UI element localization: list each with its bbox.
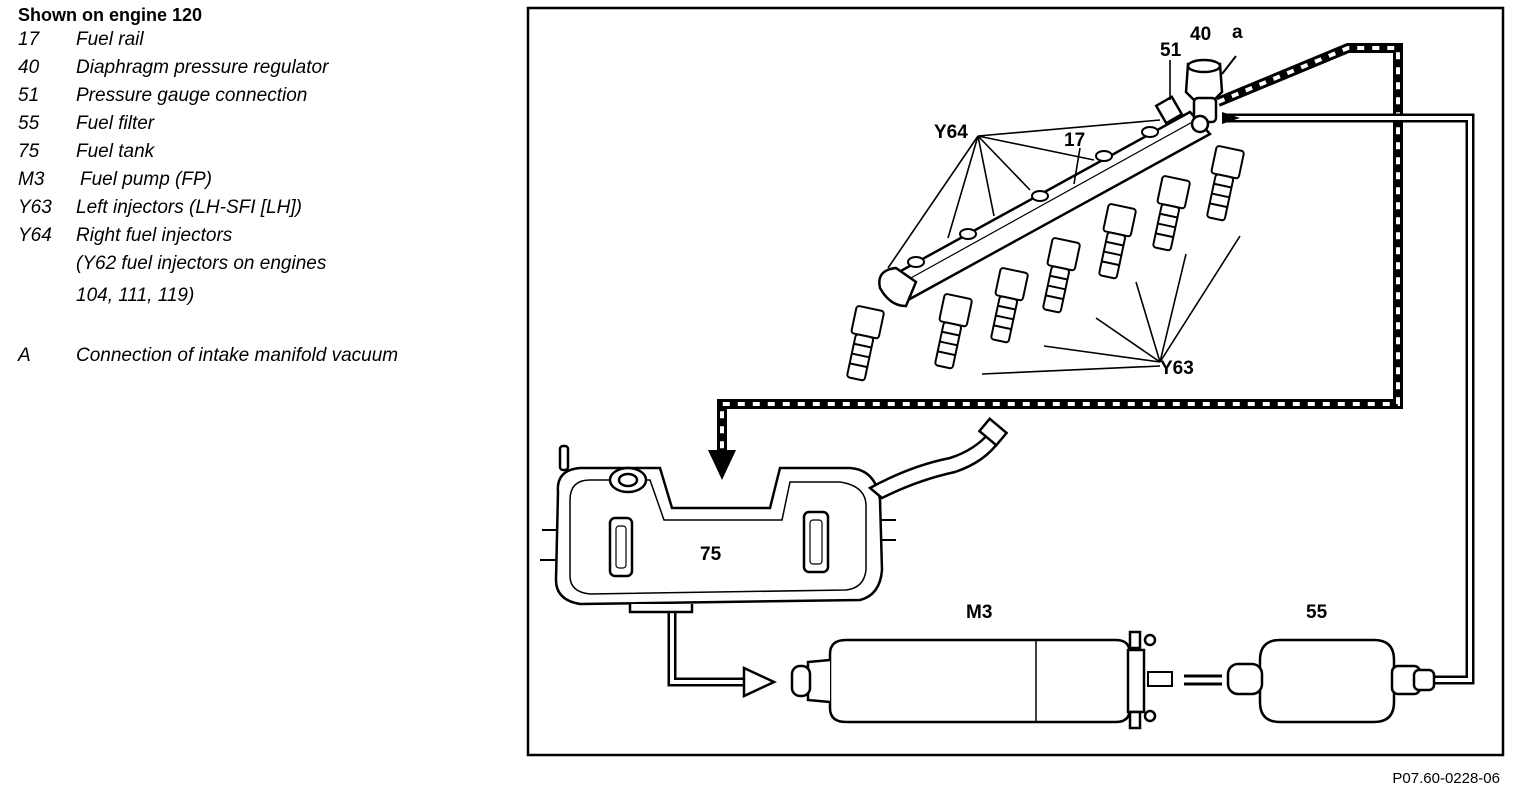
legend-desc: Diaphragm pressure regulator	[76, 57, 329, 78]
legend-note: A Connection of intake manifold vacuum	[18, 342, 498, 370]
leader-lines	[887, 60, 1241, 375]
legend-code: Y64	[18, 225, 52, 246]
injector	[1098, 203, 1137, 280]
gauge-connection	[1154, 95, 1184, 125]
legend-desc: Fuel pump (FP)	[80, 169, 212, 190]
label-left-injectors: Y63	[1160, 358, 1194, 379]
label-regulator: 40	[1190, 24, 1211, 45]
label-fuel-rail: 17	[1064, 130, 1085, 151]
injector	[990, 267, 1029, 344]
label-right-injectors: Y64	[934, 122, 968, 143]
label-pump: M3	[966, 602, 992, 623]
legend-continuation: 104, 111, 119)	[18, 278, 498, 312]
injector	[1042, 237, 1081, 314]
legend-code: M3	[18, 169, 45, 190]
injector	[1152, 175, 1191, 252]
legend-item: 17 Fuel rail	[18, 26, 498, 54]
legend-desc: (Y62 fuel injectors on engines	[76, 253, 327, 274]
diagram-frame	[526, 6, 1505, 757]
legend-desc: Pressure gauge connection	[76, 85, 308, 106]
legend-desc: Connection of intake manifold vacuum	[76, 345, 399, 366]
legend-code: 55	[18, 113, 40, 134]
supply-line	[1222, 112, 1475, 685]
legend-item: 40 Diaphragm pressure regulator	[18, 54, 498, 82]
legend-continuation: (Y62 fuel injectors on engines	[18, 250, 498, 278]
injector	[934, 293, 973, 370]
injector-boss	[959, 228, 977, 240]
label-tank: 75	[700, 544, 722, 565]
legend-desc: Fuel rail	[76, 29, 144, 50]
legend: Shown on engine 120 17 Fuel rail 40 Diaphr…	[18, 4, 498, 370]
legend-desc: Right fuel injectors	[76, 225, 233, 246]
pump-filter-link	[1147, 671, 1222, 687]
legend-code: 75	[18, 141, 40, 162]
legend-item: M3 Fuel pump (FP)	[18, 166, 498, 194]
injector-boss	[1095, 150, 1113, 162]
legend-title: Shown on engine 120	[18, 5, 203, 25]
fuel-pump	[790, 630, 1157, 730]
legend-code: 51	[18, 85, 40, 106]
tank-to-pump-line	[667, 612, 777, 698]
injector-boss	[1141, 126, 1159, 138]
injector	[846, 305, 885, 382]
legend-code: Y63	[18, 197, 52, 218]
legend-desc: Left injectors (LH-SFI [LH])	[76, 197, 302, 218]
legend-item: 55 Fuel filter	[18, 110, 498, 138]
injector	[1206, 145, 1245, 222]
left-injectors	[846, 145, 1245, 382]
label-vacuum: a	[1232, 22, 1243, 43]
return-line	[708, 43, 1403, 480]
legend-desc: 104, 111, 119)	[76, 285, 195, 306]
legend-item: Y63 Left injectors (LH-SFI [LH])	[18, 194, 498, 222]
legend-item: Y64 Right fuel injectors	[18, 222, 498, 250]
legend-item: 75 Fuel tank	[18, 138, 498, 166]
return-arrow	[708, 450, 736, 480]
figure-code: P07.60-0228-06	[1392, 770, 1500, 787]
legend-code: A	[18, 345, 31, 366]
pressure-regulator	[1184, 55, 1237, 134]
injector-boss	[1031, 190, 1049, 202]
right-injectors	[907, 126, 1159, 268]
legend-desc: Fuel tank	[76, 141, 155, 162]
fuel-rail	[878, 95, 1212, 308]
legend-code: 40	[18, 57, 40, 78]
legend-code: 17	[18, 29, 40, 50]
label-filter: 55	[1306, 602, 1328, 623]
injector-boss	[907, 256, 925, 268]
legend-desc: Fuel filter	[76, 113, 155, 134]
fuel-filter	[1226, 638, 1436, 724]
legend-item: 51 Pressure gauge connection	[18, 82, 498, 110]
fuel-tank	[540, 417, 1009, 614]
label-gauge: 51	[1160, 40, 1182, 61]
flow-arrow	[742, 666, 777, 698]
